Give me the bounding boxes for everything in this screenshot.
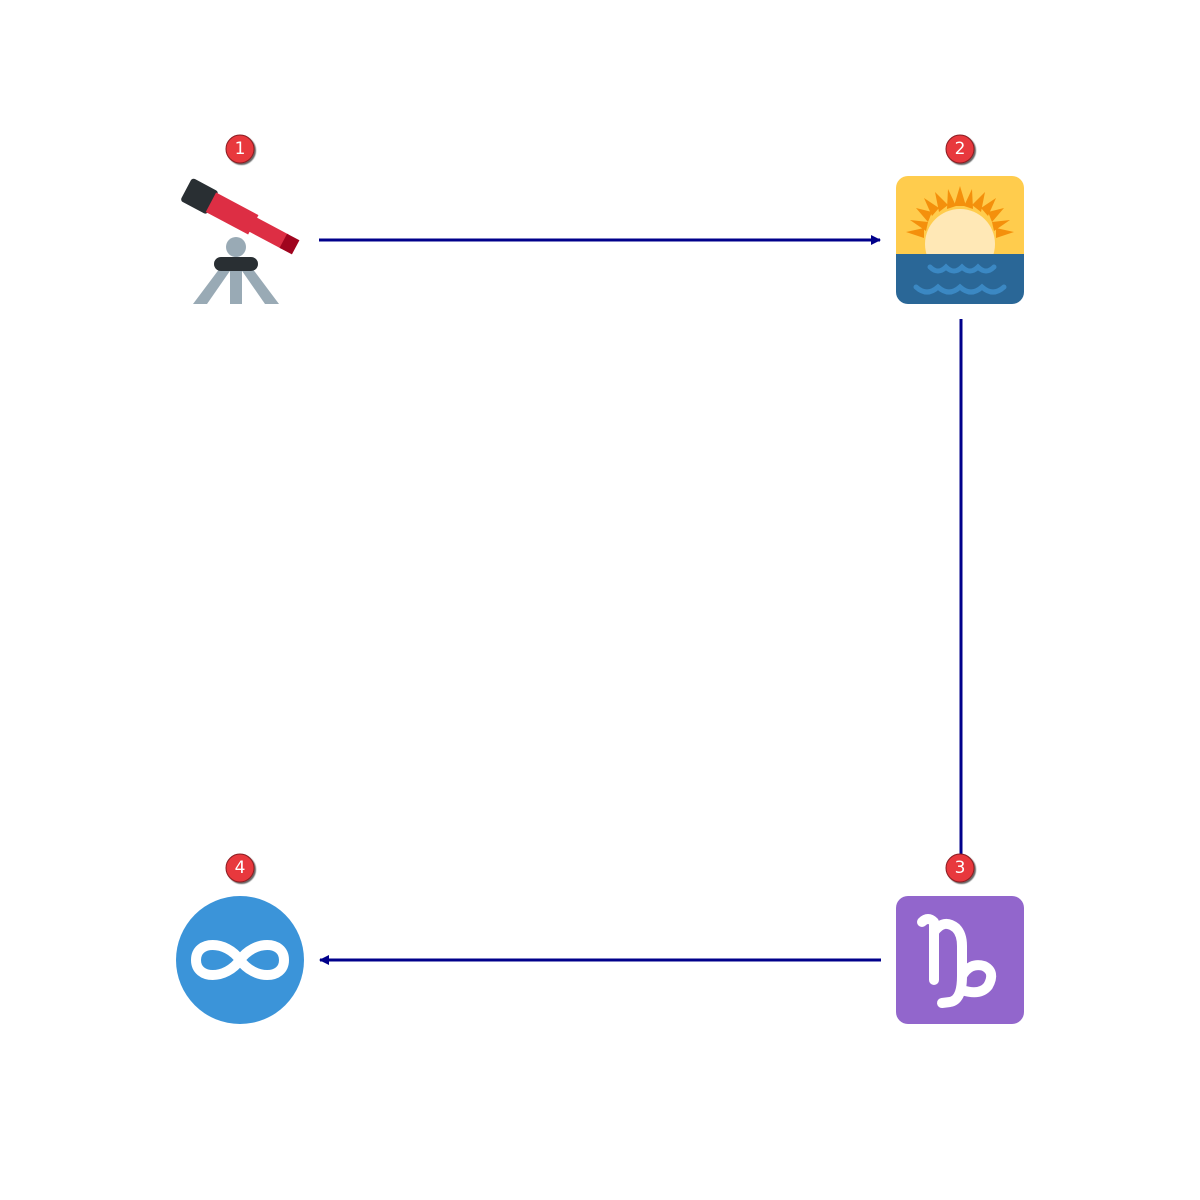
- node-4: 4: [176, 853, 304, 1024]
- sunrise-over-sea-icon: [896, 176, 1024, 304]
- step-number: 2: [955, 139, 966, 159]
- step-badge: 3: [945, 853, 975, 883]
- step-number: 4: [235, 858, 246, 878]
- node-3: 3: [896, 853, 1024, 1024]
- step-badge: 2: [945, 134, 975, 164]
- node-1: 1: [181, 134, 300, 304]
- step-badge: 4: [225, 853, 255, 883]
- step-badge: 1: [225, 134, 255, 164]
- telescope-icon: [181, 178, 300, 304]
- node-2: 2: [896, 134, 1024, 304]
- step-number: 3: [955, 858, 966, 878]
- capricorn-icon: [896, 896, 1024, 1024]
- step-number: 1: [235, 139, 246, 159]
- infinity-icon: [176, 896, 304, 1024]
